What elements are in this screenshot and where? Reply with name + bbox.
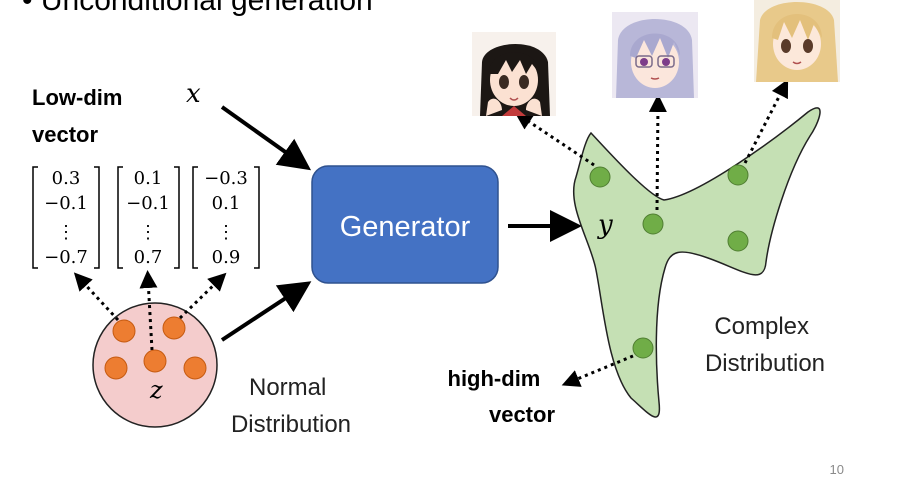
bangs: [488, 52, 540, 74]
complex-label-line1: Complex: [714, 313, 809, 340]
vector-values: 0.3 −0.1 ⋮ −0.7 0.1 −0.1 ⋮ 0.7 −0.3 0.1 …: [44, 168, 248, 268]
vector-3-value-3: ⋮: [217, 222, 235, 243]
vector-3-left-bracket: [192, 166, 198, 269]
complex-sample-dot: [727, 230, 749, 252]
vector-1-value-3: ⋮: [57, 222, 75, 243]
normal-sample-dot: [162, 316, 186, 340]
vector-2-right-bracket: [174, 166, 180, 269]
normal-sample-dot: [143, 349, 167, 373]
vector-3-right-bracket: [254, 166, 260, 269]
vectors-group: [32, 166, 260, 269]
sample-to-vector-arrows: [73, 270, 227, 351]
complex-sample-dot: [632, 337, 654, 359]
normal-label-line1: Normal: [249, 374, 326, 401]
page-number: 10: [830, 462, 844, 477]
normal-label-line2: Distribution: [231, 411, 351, 438]
dotted-arrow: [561, 354, 634, 387]
vector-3-value-2: 0.1: [212, 193, 241, 214]
complex-samples: [589, 164, 749, 359]
vector-1-value-2: −0.1: [44, 193, 88, 214]
normal-distribution-label: Normal Distribution: [231, 374, 351, 438]
normal-sample-dot: [183, 356, 207, 380]
complex-distribution-blob: [572, 107, 821, 418]
vector-1-value-1: 0.3: [52, 168, 81, 189]
vector-2-value-3: ⋮: [139, 222, 157, 243]
anime-face-icon: [754, 0, 840, 82]
eye-right: [803, 39, 813, 53]
generator-block: Generator: [311, 165, 499, 284]
collar: [502, 106, 526, 116]
vector-2-value-4: 0.7: [134, 247, 163, 268]
normal-samples: [104, 316, 207, 380]
mouth: [792, 61, 802, 65]
dotted-arrow: [743, 78, 789, 164]
vector-1-value-4: −0.7: [44, 247, 88, 268]
normal-sample-dot: [112, 319, 136, 343]
vector-2-left-bracket: [117, 166, 123, 269]
y-symbol: y: [597, 210, 613, 240]
z-symbol: z: [149, 376, 163, 404]
mouth: [509, 97, 519, 101]
dotted-arrow: [178, 272, 227, 320]
complex-sample-dot: [642, 213, 664, 235]
x-to-generator-arrow: [220, 105, 312, 171]
mouth: [650, 77, 660, 80]
generator-box: [311, 165, 499, 284]
complex-sample-dot: [589, 166, 611, 188]
eye-left: [499, 75, 509, 89]
dotted-arrow: [648, 94, 667, 211]
vector-3-value-4: 0.9: [212, 247, 241, 268]
dotted-arrow: [139, 270, 158, 351]
vector-2-value-2: −0.1: [126, 193, 170, 214]
highdim-label: high-dim vector: [448, 366, 556, 427]
highdim-label-line2: vector: [489, 402, 555, 427]
highdim-label-line1: high-dim: [448, 366, 541, 391]
x-symbol: x: [186, 79, 201, 109]
glasses-right: [657, 55, 675, 68]
bangs: [772, 14, 822, 40]
dotted-arrow: [514, 112, 595, 167]
glasses-left: [635, 55, 653, 68]
lowdim-label-line2: vector: [32, 122, 98, 147]
bangs: [630, 33, 680, 58]
lowdim-label-line1: Low-dim: [32, 85, 122, 110]
sample-to-image-arrows: [514, 78, 789, 387]
hands: [486, 98, 542, 116]
z-to-generator-arrow: [220, 281, 312, 342]
complex-sample-dot: [727, 164, 749, 186]
eye-left: [640, 58, 648, 66]
lowdim-label: Low-dim vector: [32, 85, 129, 147]
anime-face-icon: [612, 12, 698, 98]
dotted-arrow: [73, 272, 120, 322]
generator-label: Generator: [340, 211, 471, 243]
eye-right: [662, 58, 670, 66]
vector-3-value-1: −0.3: [204, 168, 248, 189]
normal-sample-dot: [104, 356, 128, 380]
complex-label-line2: Distribution: [705, 350, 825, 377]
slide-header: • Unconditional generation: [22, 0, 373, 17]
eye-left: [781, 39, 791, 53]
vector-1-right-bracket: [94, 166, 100, 269]
vector-1-left-bracket: [32, 166, 38, 269]
input-arrows: [220, 105, 582, 342]
complex-distribution-label: Complex Distribution: [705, 313, 825, 377]
anime-face-icon: [472, 32, 556, 116]
vector-2-value-1: 0.1: [134, 168, 163, 189]
eye-right: [519, 75, 529, 89]
